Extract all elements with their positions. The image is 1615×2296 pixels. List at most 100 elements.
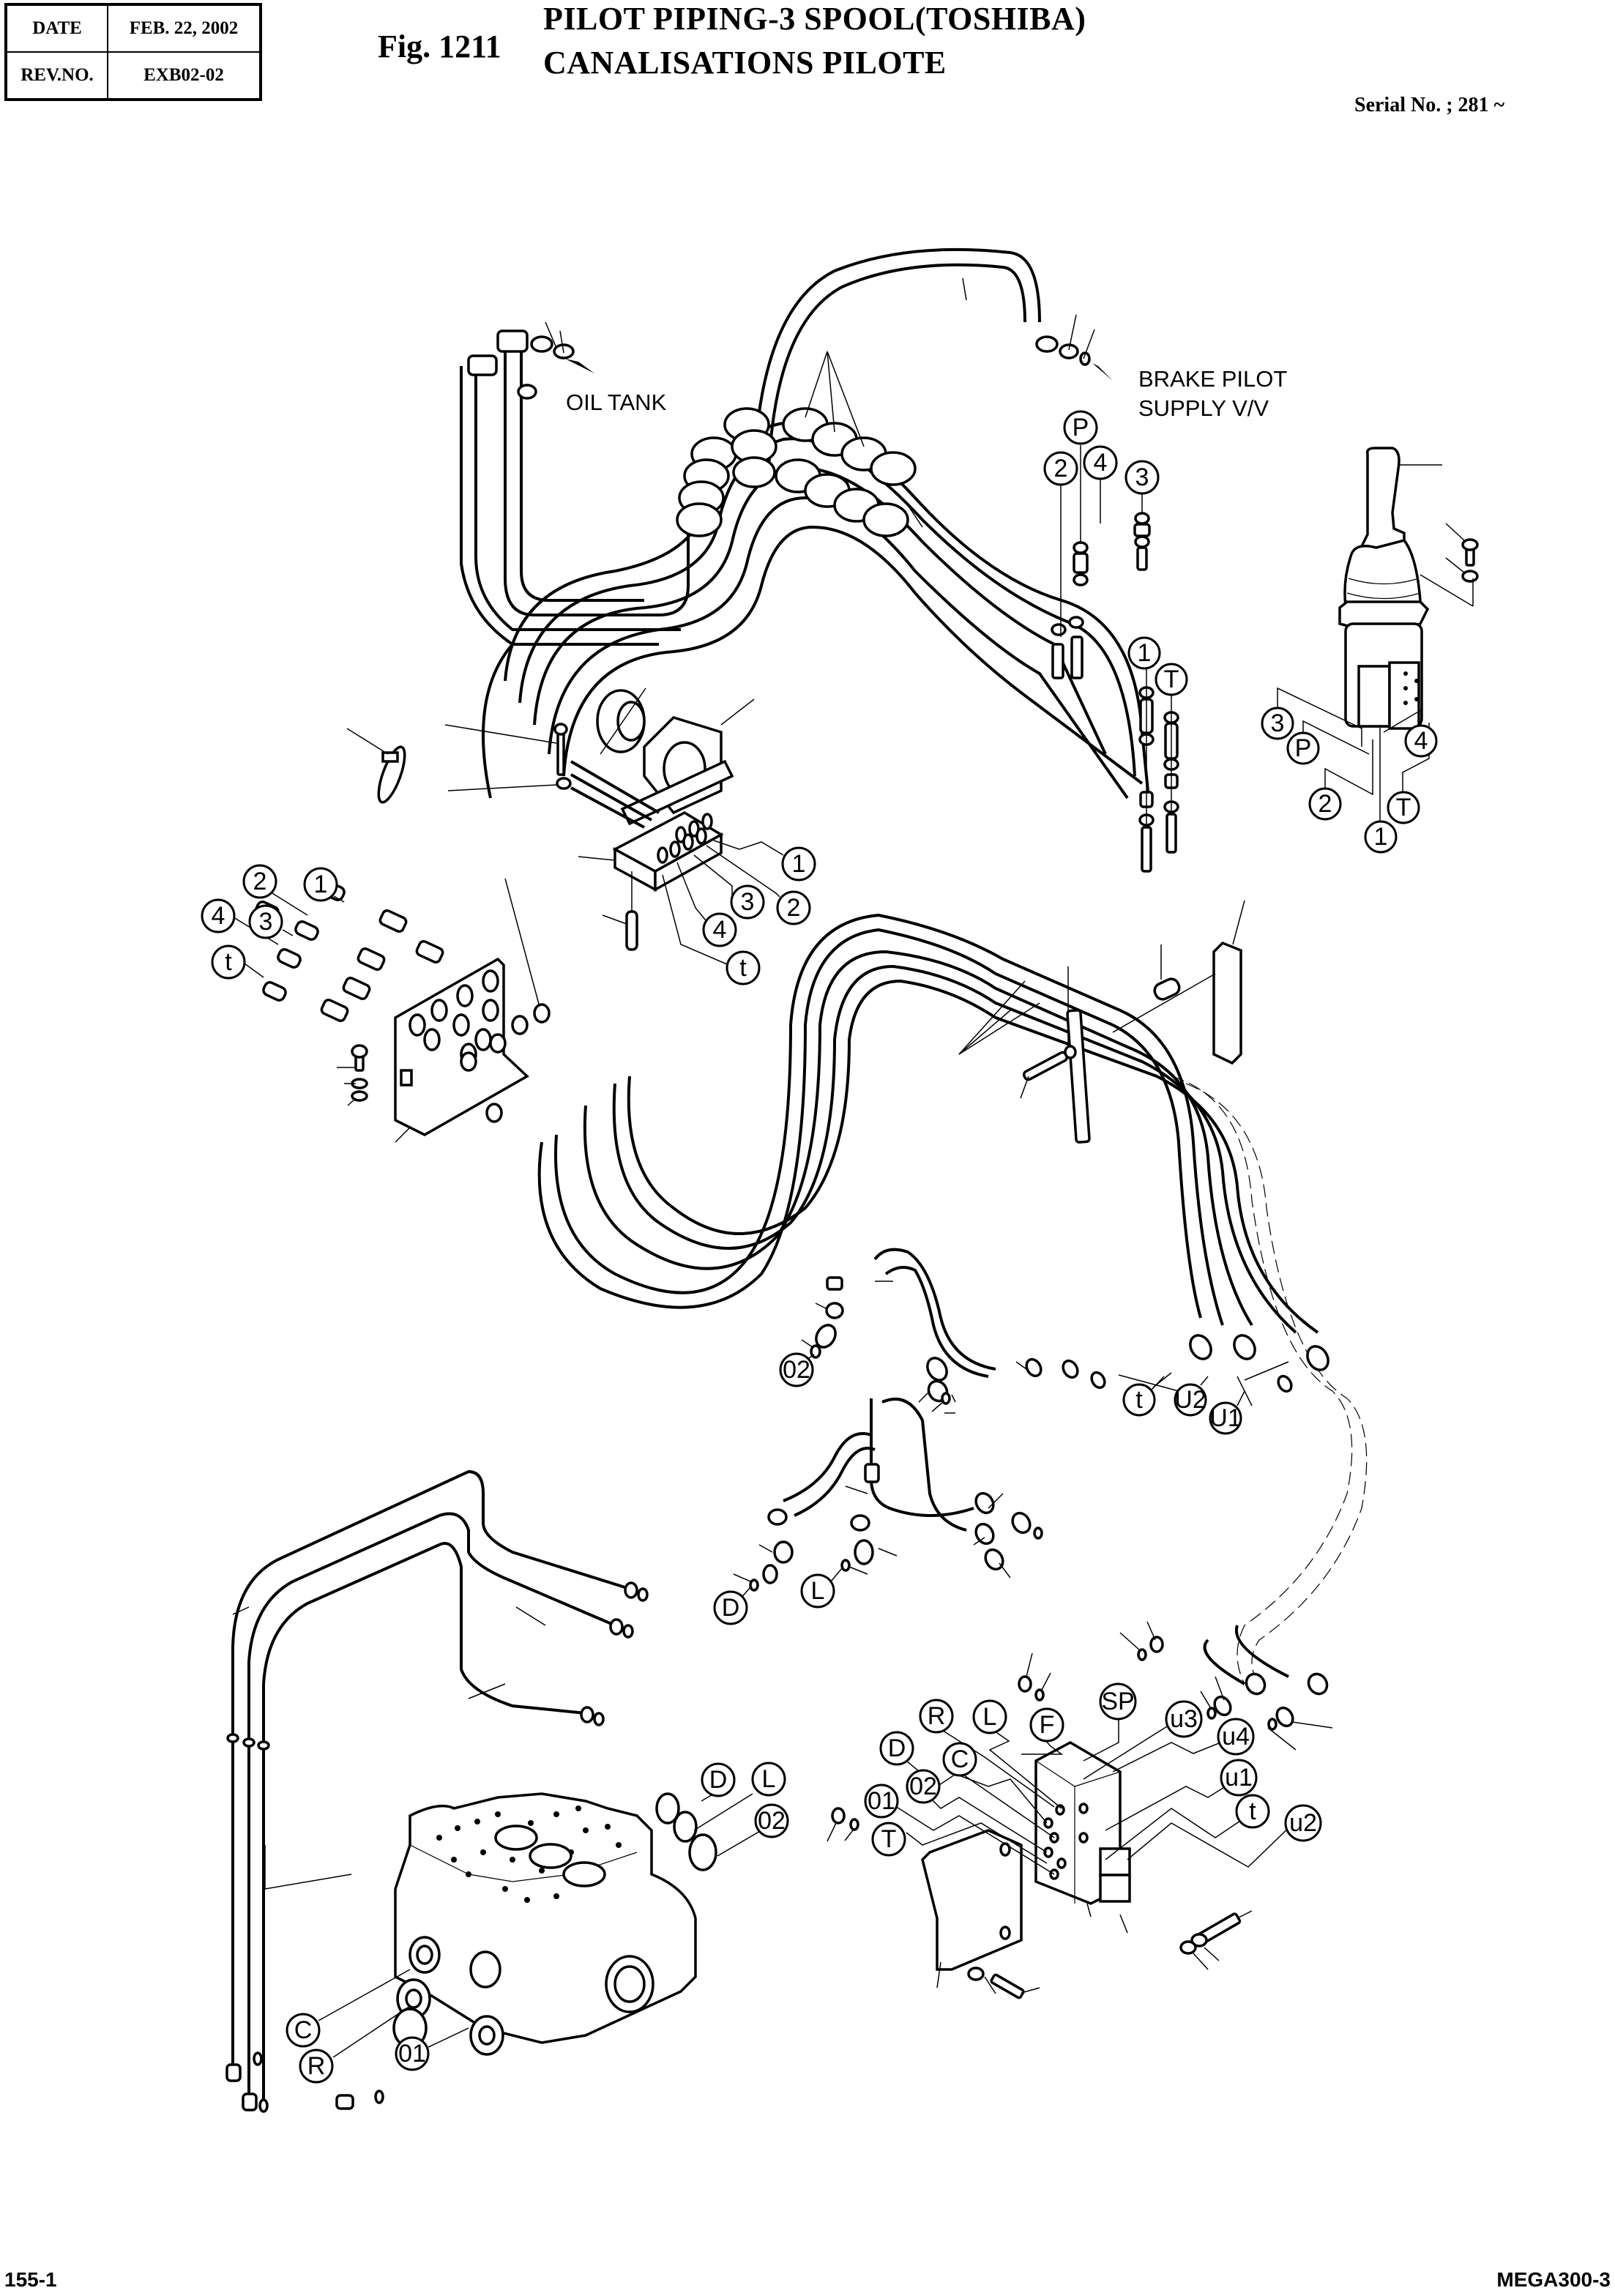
callout-group-block: 1 3 2 4 t: [662, 840, 816, 985]
callout-u4-manifold: u4: [1217, 1718, 1255, 1756]
callout-3: 3: [1124, 460, 1160, 495]
callout-u2-manifold: u2: [1284, 1804, 1322, 1842]
svg-text:T: T: [1396, 794, 1411, 821]
svg-text:T: T: [1164, 666, 1179, 693]
callout-t-right: t: [1122, 1383, 1156, 1417]
callout-L-hose: L: [800, 1568, 843, 1609]
callout-SP-manifold: SP: [1099, 1682, 1137, 1721]
revision-table: DATE FEB. 22, 2002 REV.NO. EXB02-02: [4, 3, 262, 101]
callout-2-block: 2: [776, 890, 811, 925]
svg-text:2: 2: [1319, 790, 1332, 818]
svg-text:02: 02: [909, 1773, 937, 1800]
hoses-D-L: D L: [713, 1398, 1043, 1625]
date-label: DATE: [5, 4, 108, 53]
svg-text:2: 2: [253, 868, 267, 895]
svg-text:T: T: [881, 1825, 897, 1853]
callout-3-plate: 3: [248, 904, 283, 939]
hose-02: 02: [779, 1248, 996, 1412]
svg-text:D: D: [709, 1766, 728, 1794]
clamp-and-block-assembly: [346, 687, 755, 951]
serial-number: Serial No. ; 281 ~: [1354, 94, 1505, 116]
svg-text:P: P: [1073, 414, 1089, 441]
callout-1-joystick: 1: [1364, 820, 1398, 854]
svg-text:D: D: [888, 1734, 906, 1762]
svg-text:D: D: [722, 1594, 740, 1622]
callout-01-valve: 01: [395, 2036, 430, 2071]
svg-text:t: t: [1249, 1797, 1256, 1825]
svg-text:2: 2: [1054, 455, 1068, 482]
oil-tank-note: OIL TANK: [566, 390, 667, 415]
svg-text:3: 3: [741, 888, 755, 916]
callout-1-stack: 1: [1127, 636, 1161, 670]
svg-text:t: t: [225, 948, 232, 976]
rev-value: EXB02-02: [107, 51, 261, 100]
callout-L-manifold: L: [972, 1699, 1007, 1734]
callout-C-manifold: C: [942, 1742, 977, 1777]
brake-pilot-note-line1: BRAKE PILOT: [1138, 366, 1287, 392]
callout-4-plate: 4: [201, 898, 236, 933]
callout-group-right-ends: t U2 U1: [1122, 1372, 1245, 1435]
callout-D-valve: D: [701, 1762, 736, 1797]
callout-02-manifold: 02: [906, 1769, 941, 1804]
svg-text:4: 4: [1094, 449, 1108, 477]
svg-text:P: P: [1295, 734, 1312, 762]
callout-4-block: 4: [702, 912, 737, 947]
callout-3-joystick: 3: [1261, 707, 1294, 740]
svg-text:C: C: [951, 1745, 969, 1773]
callout-u3-manifold: u3: [1165, 1700, 1203, 1738]
svg-text:U1: U1: [1209, 1404, 1241, 1432]
svg-text:u3: u3: [1170, 1705, 1198, 1733]
callout-1-plate: 1: [303, 867, 338, 902]
callout-D-hose: D: [713, 1587, 751, 1625]
svg-text:2: 2: [787, 894, 801, 922]
callout-R-manifold: R: [919, 1699, 954, 1734]
callout-F-manifold: F: [1029, 1707, 1064, 1742]
svg-text:u4: u4: [1222, 1723, 1250, 1751]
callout-group-manifold: R L F SP D C 02 01 T u3 u4 u1 t u2: [864, 1682, 1322, 1875]
callout-2: 2: [1043, 451, 1078, 486]
callout-group-joystick: 3 P 2 1 T 4: [1261, 687, 1438, 854]
callout-D-manifold: D: [879, 1731, 914, 1766]
title-french: CANALISATIONS PILOTE: [543, 45, 947, 81]
model-name: MEGA300-3: [1496, 2268, 1611, 2291]
joint-stacks-1-T: 1 T: [1127, 636, 1188, 873]
hose-ends-right: [1015, 1334, 1329, 1406]
callout-group-top-joint: P 2 4 3: [1043, 410, 1160, 637]
callout-U1-right: U1: [1209, 1401, 1242, 1435]
callout-1-block: 1: [781, 846, 816, 881]
svg-text:L: L: [983, 1703, 997, 1731]
svg-text:C: C: [294, 2016, 313, 2044]
svg-text:L: L: [762, 1765, 776, 1793]
top-joint-fittings: [1051, 512, 1151, 679]
figure-number: Fig. 1211: [378, 29, 501, 64]
svg-text:01: 01: [868, 1787, 895, 1815]
callout-3-block: 3: [730, 884, 765, 920]
rev-label: REV.NO.: [5, 51, 108, 100]
callout-C-valve: C: [286, 2013, 321, 2048]
brake-pilot-note-line2: SUPPLY V/V: [1138, 395, 1269, 421]
callout-P: P: [1063, 410, 1098, 445]
joystick-valve: [1338, 447, 1479, 730]
svg-text:t: t: [1135, 1386, 1143, 1414]
control-valve-3-spool: [392, 1792, 717, 2056]
svg-text:4: 4: [713, 916, 727, 944]
svg-text:3: 3: [1271, 709, 1285, 737]
callout-t-plate: t: [211, 944, 246, 980]
callout-2-plate: 2: [242, 864, 277, 899]
callout-T-manifold: T: [871, 1822, 906, 1857]
hose-bundle-upper: [482, 351, 1151, 806]
page-number: 155-1: [4, 2268, 57, 2291]
svg-text:L: L: [811, 1577, 825, 1605]
svg-text:U2: U2: [1174, 1386, 1206, 1414]
svg-text:02: 02: [783, 1356, 810, 1384]
svg-text:1: 1: [792, 850, 806, 878]
steel-pipes-left: [225, 1469, 649, 2113]
svg-text:3: 3: [1135, 463, 1149, 491]
svg-text:01: 01: [398, 2040, 426, 2068]
callout-T-joystick: T: [1387, 791, 1420, 824]
svg-text:u1: u1: [1225, 1764, 1253, 1792]
svg-text:t: t: [739, 954, 747, 982]
svg-text:u2: u2: [1289, 1809, 1317, 1837]
svg-text:1: 1: [1138, 639, 1152, 667]
